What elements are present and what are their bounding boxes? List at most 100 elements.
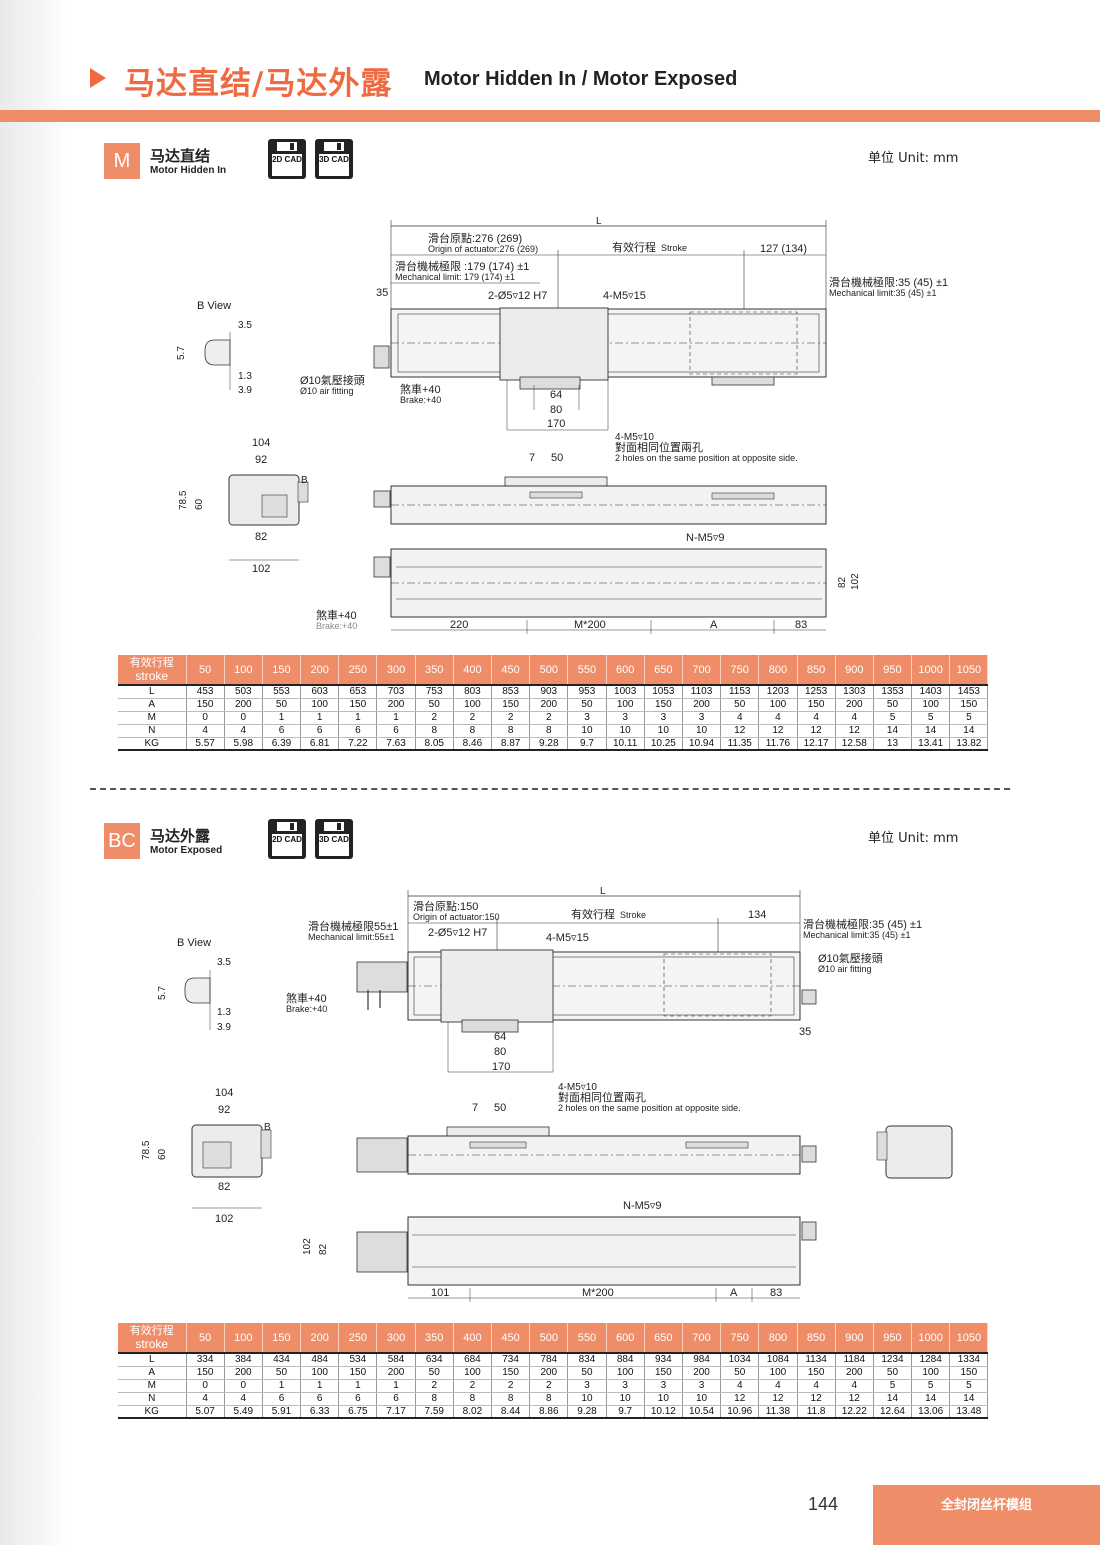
drawing-m-svg: L 滑台原點:276 (269) Origin of actuator:276 … [176, 216, 948, 634]
table-cell: 6.75 [338, 1405, 378, 1419]
table-cell: 7.22 [338, 737, 378, 751]
table-cell: 14 [949, 1392, 989, 1406]
table-cell: 50 [567, 698, 607, 712]
table-cell: 8 [529, 724, 569, 738]
stroke-col: 500 [529, 1323, 569, 1353]
table-cell: 50 [873, 698, 913, 712]
table-cell: 5.07 [186, 1405, 225, 1419]
table-cell: 10 [567, 1392, 607, 1406]
stroke-col: 1000 [911, 655, 951, 685]
table-cell: 5.57 [186, 737, 225, 751]
dim-102-b: 102 [850, 573, 861, 590]
dim-1-3: 1.3 [238, 371, 252, 382]
table-cell: 5 [949, 1379, 989, 1393]
dim-102-b: 102 [302, 1238, 313, 1255]
table-cell: 0 [224, 711, 263, 725]
dim-170: 170 [547, 418, 565, 430]
table-cell: 8 [491, 1392, 531, 1406]
table-cell: 5 [949, 711, 989, 725]
cad-2d-button[interactable]: 2D CAD [268, 819, 306, 859]
table-cell: 3 [644, 1379, 683, 1393]
dim-104: 104 [252, 437, 270, 449]
stroke-col: 850 [797, 655, 836, 685]
table-cell: 3 [644, 711, 683, 725]
dim-5-7: 5.7 [157, 986, 168, 1000]
table-cell: 10.94 [682, 737, 722, 751]
table-cell: 584 [376, 1352, 416, 1367]
table-cell: 5 [873, 711, 913, 725]
section-bc-drawing: L 滑台原點:150 Origin of actuator:150 有效行程 S… [0, 880, 1100, 1310]
table-cell: 10 [606, 1392, 645, 1406]
table-cell: 100 [453, 698, 493, 712]
stroke-col: 100 [224, 1323, 263, 1353]
table-cell: 100 [606, 1366, 645, 1380]
cad-2d-button[interactable]: 2D CAD [268, 139, 306, 179]
table-cell: 3 [606, 711, 645, 725]
table-cell: 100 [300, 698, 340, 712]
table-cell: 12.22 [835, 1405, 874, 1419]
table-cell: 12 [835, 1392, 874, 1406]
table-cell: 11.35 [720, 737, 760, 751]
section-code-badge: BC [104, 823, 140, 859]
dim-82-b: 82 [318, 1243, 329, 1255]
table-cell: 8.87 [491, 737, 531, 751]
drawing-bc-svg: L 滑台原點:150 Origin of actuator:150 有效行程 S… [141, 886, 953, 1302]
page-title-en: Motor Hidden In / Motor Exposed [424, 68, 738, 90]
table-cell: 1084 [758, 1352, 798, 1367]
table-cell: 1 [338, 711, 378, 725]
stroke-col: 400 [453, 1323, 493, 1353]
table-cell: 6 [338, 724, 378, 738]
row-label: L [118, 1352, 187, 1367]
table-cell: 1153 [720, 684, 760, 699]
row-label: N [118, 1392, 187, 1406]
table-cell: 6 [338, 1392, 378, 1406]
table-cell: 1234 [873, 1352, 913, 1367]
table-cell: 10 [606, 724, 645, 738]
dim-l: L [600, 886, 606, 897]
table-cell: 453 [186, 684, 225, 699]
stroke-col: 450 [491, 655, 531, 685]
table-cell: 2 [491, 711, 531, 725]
section-title-en: Motor Exposed [150, 845, 223, 856]
dim-7: 7 [529, 452, 535, 464]
row-label: N [118, 724, 187, 738]
table-cell: 8 [491, 724, 531, 738]
dim-220: 220 [450, 619, 468, 631]
table-cell: 150 [949, 1366, 989, 1380]
table-cell: 384 [224, 1352, 263, 1367]
dim-104: 104 [215, 1087, 233, 1099]
dim-83: 83 [770, 1287, 782, 1299]
b-view-label: B View [197, 300, 231, 312]
table-cell: 12.58 [835, 737, 874, 751]
table-cell: 13.82 [949, 737, 989, 751]
stroke-col: 700 [682, 1323, 722, 1353]
table-cell: 200 [835, 698, 874, 712]
table-cell: 8.05 [415, 737, 454, 751]
table-cell: 50 [415, 1366, 454, 1380]
dim-a: A [710, 619, 718, 631]
cad-3d-label: 3D CAD [319, 834, 349, 856]
table-cell: 6 [262, 1392, 302, 1406]
dim-170: 170 [492, 1061, 510, 1073]
table-cell: 1 [338, 1379, 378, 1393]
table-cell: 150 [186, 1366, 225, 1380]
table-cell: 1 [300, 1379, 340, 1393]
table-cell: 3 [606, 1379, 645, 1393]
stroke-header-en: stroke [135, 1336, 169, 1351]
cad-3d-button[interactable]: 3D CAD [315, 139, 353, 179]
table-cell: 8.02 [453, 1405, 493, 1419]
dim-101: 101 [431, 1287, 449, 1299]
table-cell: 6.81 [300, 737, 340, 751]
opposite-en: 2 holes on the same position at opposite… [615, 453, 798, 463]
table-cell: 10 [644, 724, 683, 738]
table-cell: 200 [529, 1366, 569, 1380]
table-header-row: 有效行程 stroke 50 100 150 200 250 300 350 4… [118, 655, 989, 685]
cad-3d-button[interactable]: 3D CAD [315, 819, 353, 859]
mech-left-en: Mechanical limit: 179 (174) ±1 [395, 272, 515, 282]
table-cell: 2 [491, 1379, 531, 1393]
table-cell: 6 [376, 1392, 416, 1406]
table-cell: 6 [262, 724, 302, 738]
